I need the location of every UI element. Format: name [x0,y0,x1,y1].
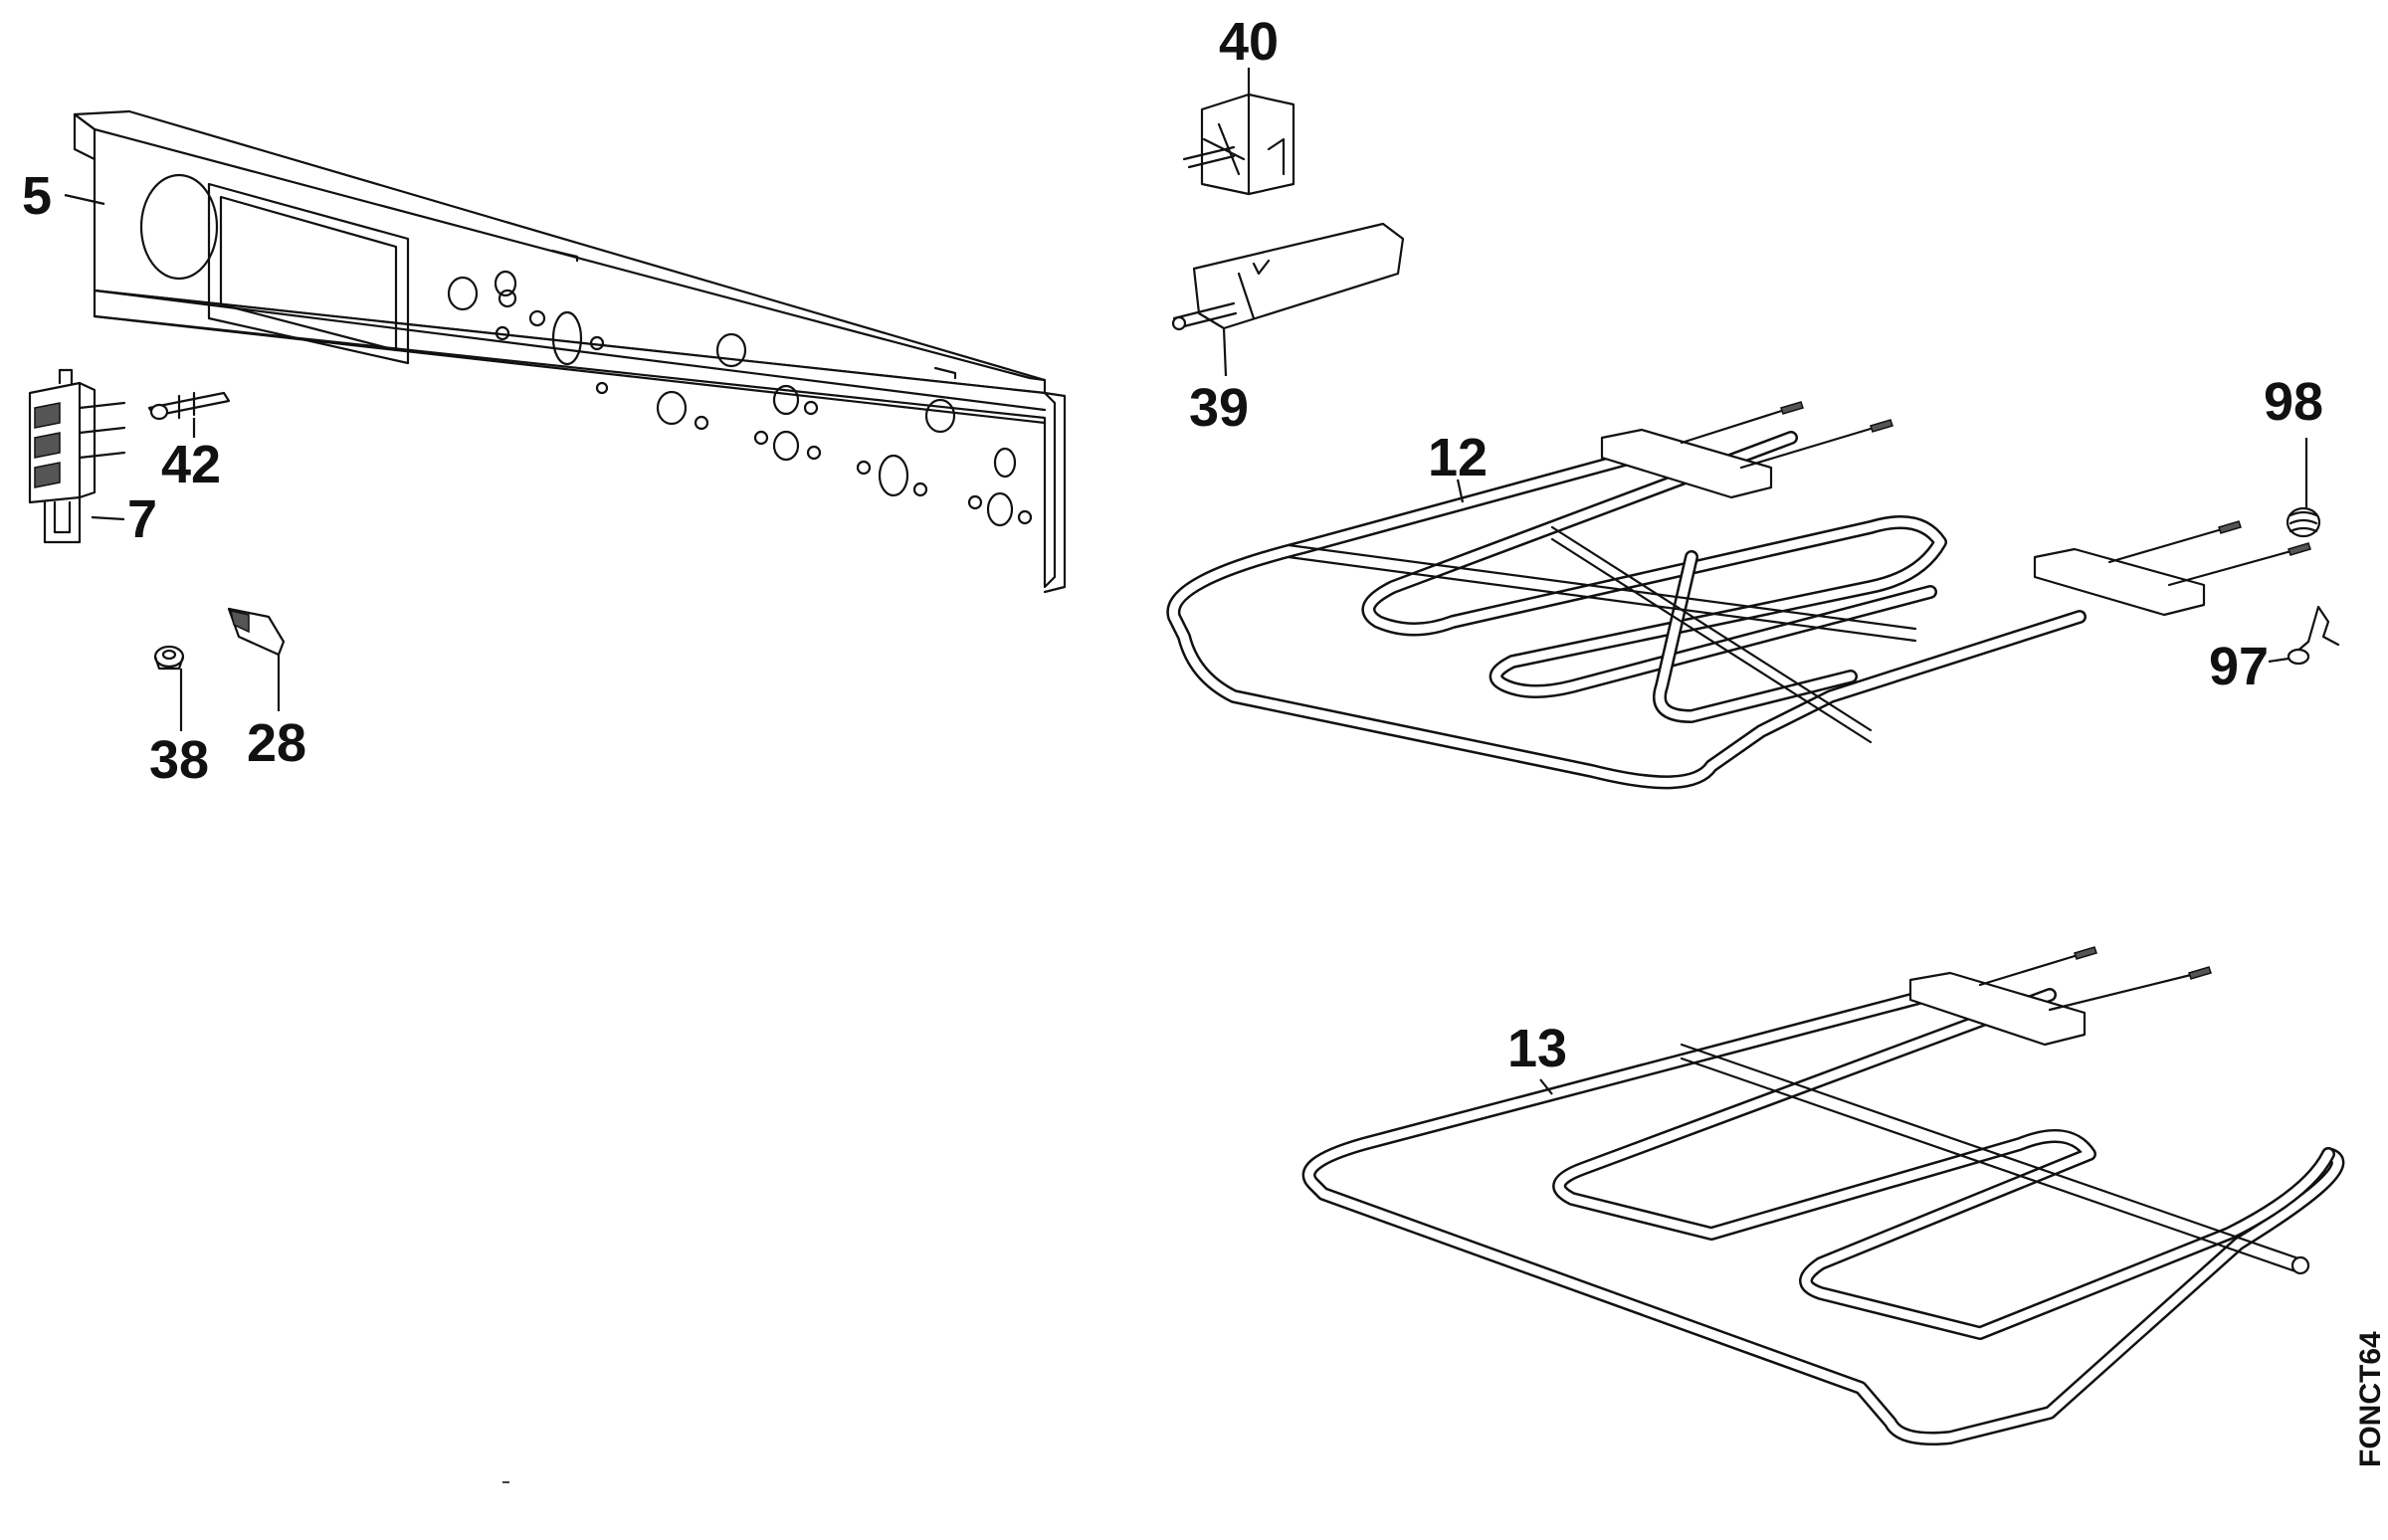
leader-39 [1222,327,1228,377]
label-part-40: 40 [1219,12,1279,72]
part-28-clip [227,607,286,657]
part-7-terminal-block [28,368,126,544]
part-labels: 5 7 42 38 28 40 39 12 98 97 13 [22,12,2323,1078]
label-part-7: 7 [127,489,157,549]
leader-5 [64,193,105,206]
label-part-28: 28 [247,713,306,773]
label-part-39: 39 [1189,378,1249,438]
label-part-5: 5 [22,166,52,226]
part-42-connector-pin [147,391,231,421]
leader-13 [1539,1078,1553,1095]
label-part-38: 38 [149,730,209,790]
leader-lines [64,68,2308,1095]
part-40-switch [1182,93,1295,196]
label-part-13: 13 [1507,1019,1567,1078]
part-97-hook [2287,605,2340,666]
part-39-selector [1171,222,1405,331]
label-part-98: 98 [2264,372,2323,432]
leader-12 [1456,479,1465,503]
label-part-12: 12 [1428,428,1488,487]
part-12-upper-heating-element [1166,401,2311,790]
leader-97 [2268,657,2289,664]
part-38-nut [153,645,185,671]
part-13-lower-heating-element [1301,946,2345,1445]
leader-7 [91,515,125,521]
part-98-spring [2286,506,2321,538]
label-part-42: 42 [161,435,221,494]
drawing-code: FONCT64 [2354,1331,2387,1467]
part-5-control-panel-frame [73,109,1067,594]
label-part-97: 97 [2209,637,2269,696]
